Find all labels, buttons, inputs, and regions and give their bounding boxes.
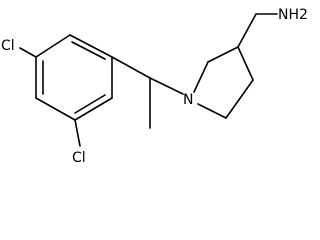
molecule-structure-diagram: Cl Cl N NH2	[1, 7, 308, 165]
ring-double-bond-inner-1	[71, 41, 106, 60]
bond-ring-to-ethyl-carbon	[111, 56, 151, 79]
bond-ring-to-chlorine-top	[19, 47, 37, 58]
ring-bond-c6-c1	[35, 34, 71, 58]
bond-ring-to-methylene	[237, 13, 257, 48]
bond-ethyl-carbon-to-nitrogen	[149, 77, 184, 95]
nitrogen-label: N	[183, 92, 193, 108]
pyrrolidine-bond-c3-c4	[237, 46, 254, 81]
chlorine-label-bottom: Cl	[72, 150, 86, 165]
chlorine-label-top: Cl	[1, 38, 15, 54]
ring-bond-c4-c5	[35, 97, 76, 121]
benzene-ring	[35, 34, 113, 121]
pyrrolidine-bond-n-c2	[193, 61, 209, 93]
pyrrolidine-bond-c2-c3	[207, 46, 239, 63]
amine-label: NH2	[278, 7, 308, 23]
ring-double-bond-inner-2	[74, 94, 106, 114]
pyrrolidine-bond-c5-n	[197, 103, 227, 119]
ring-bond-c1-c2	[69, 34, 113, 58]
pyrrolidine-bond-c4-c5	[225, 79, 254, 119]
ring-bond-c3-c4	[74, 97, 113, 121]
bond-ring-to-chlorine-bottom	[74, 119, 81, 147]
pyrrolidine-ring	[193, 46, 254, 119]
